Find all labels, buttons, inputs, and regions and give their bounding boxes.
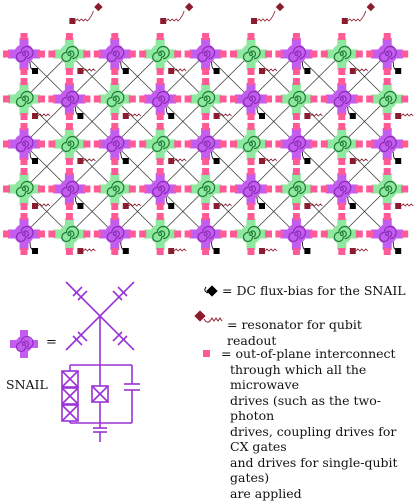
resonator-squiggle-icon: [194, 310, 222, 322]
interconnect-line-5: and drives for single-qubit gates): [221, 455, 415, 486]
interconnect-line-6: are applied: [221, 486, 415, 501]
pink-square-icon: [203, 350, 210, 357]
snail-label: SNAIL: [6, 377, 48, 392]
interconnect-line-2: through which all the microwave: [221, 362, 415, 393]
flux-bias-diamond-icon: [205, 285, 218, 296]
resonator-legend: = resonator for qubit readout: [227, 317, 415, 348]
snail-symbol-icon: [10, 330, 38, 358]
interconnect-line-1: = out-of-plane interconnect: [221, 346, 415, 362]
snail-equals: =: [46, 335, 57, 350]
snail-circuit: [62, 316, 140, 442]
interconnect-legend: = out-of-plane interconnect through whic…: [221, 346, 415, 501]
interconnect-line-3: drives (such as the two-photon: [221, 393, 415, 424]
interconnect-line-4: drives, coupling drives for CX gates: [221, 424, 415, 455]
flux-bias-legend: = DC flux-bias for the SNAIL: [222, 283, 406, 299]
